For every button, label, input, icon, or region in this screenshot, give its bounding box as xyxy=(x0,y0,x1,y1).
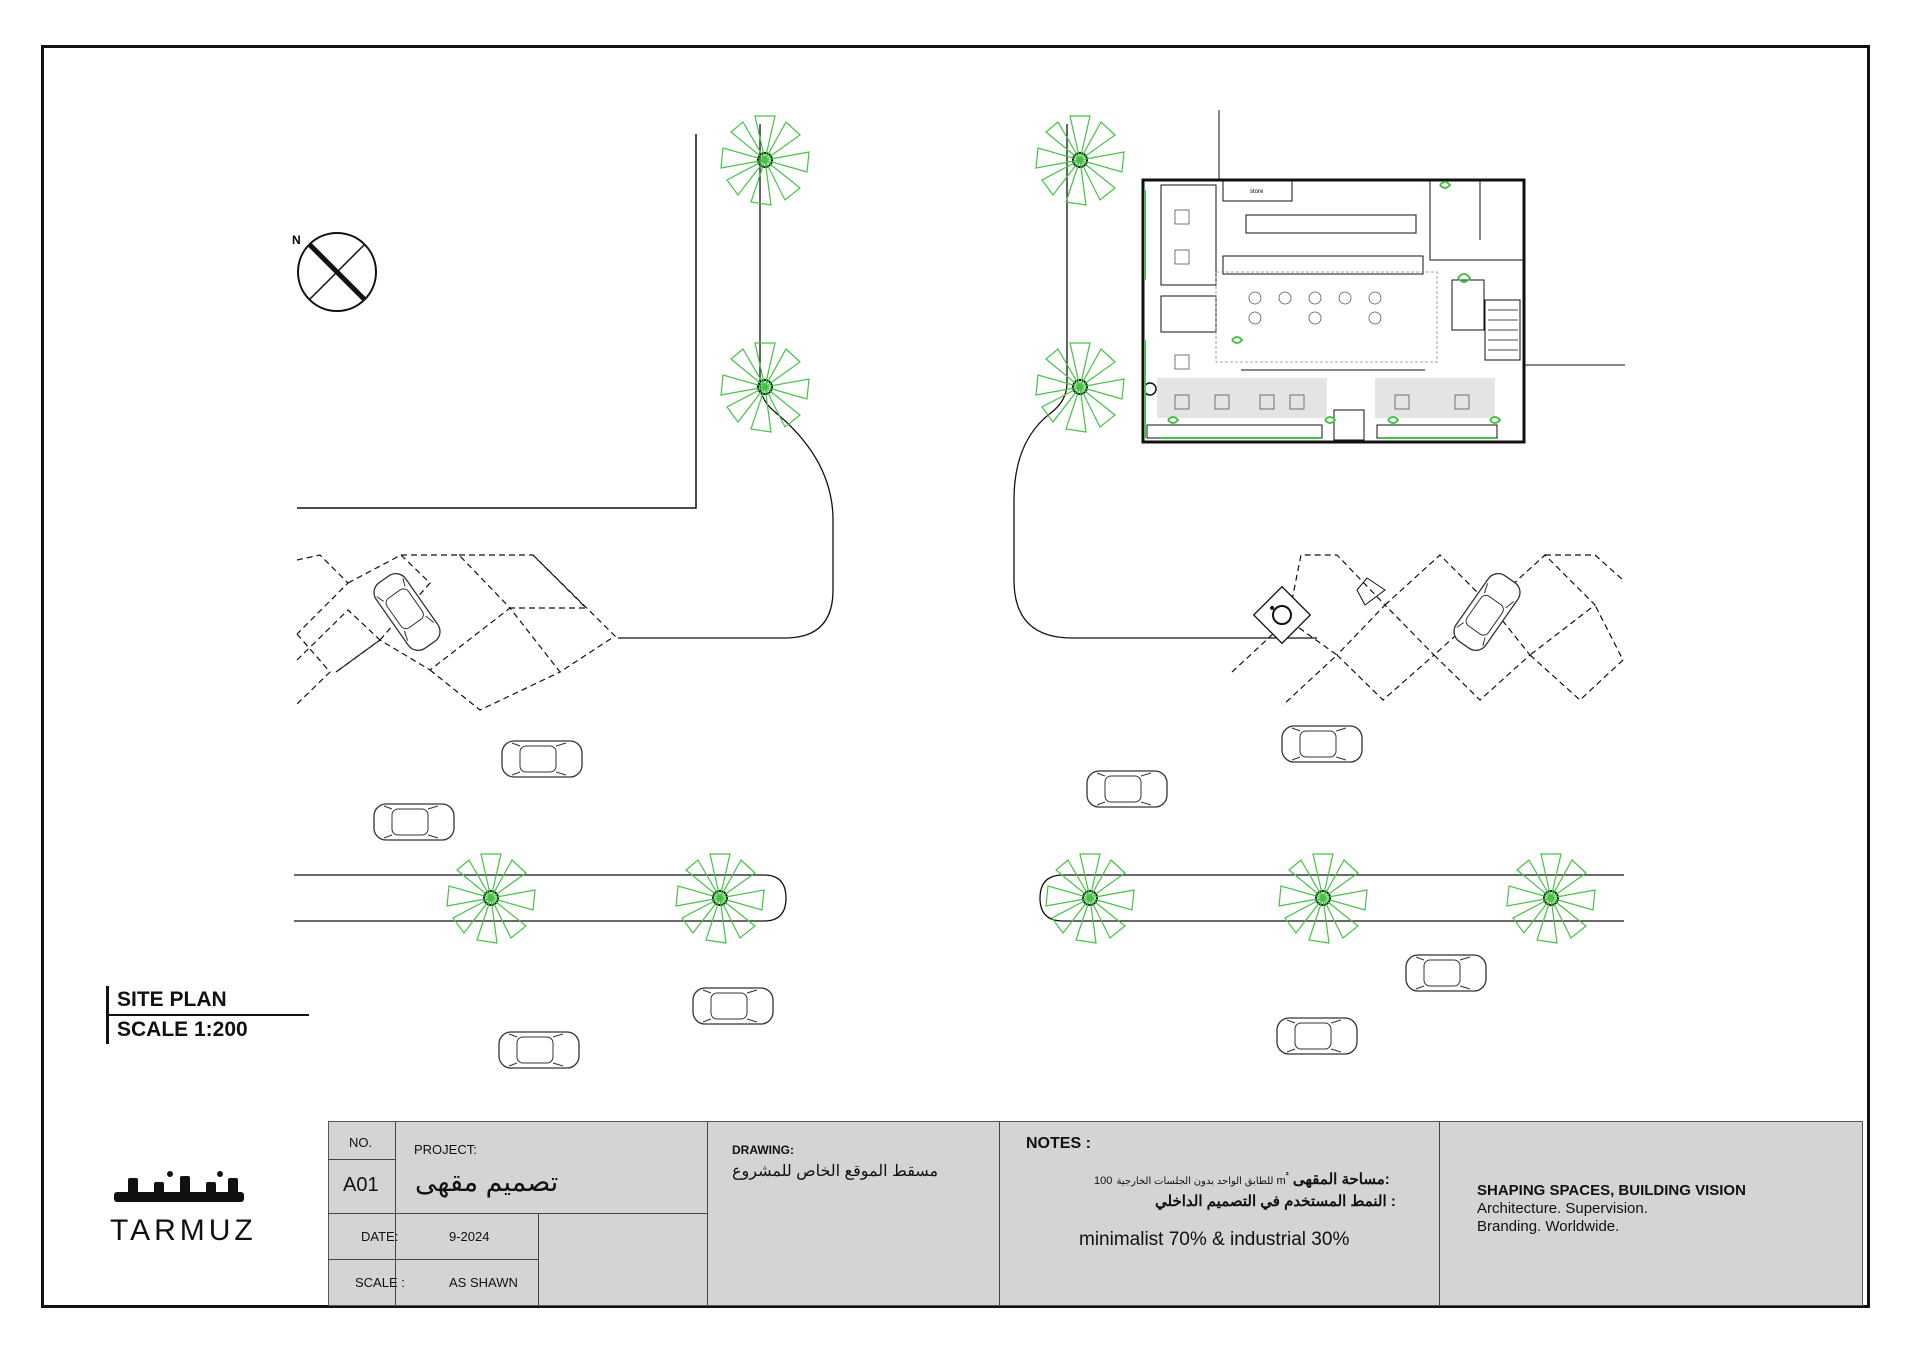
drawing-title: مسقط الموقع الخاص للمشروع xyxy=(732,1163,939,1180)
services-line-1: Architecture. Supervision. xyxy=(1477,1200,1648,1217)
site-plan-scale: SCALE 1:200 xyxy=(117,1018,248,1041)
project-label: PROJECT: xyxy=(414,1142,477,1157)
accessible-parking-sign xyxy=(1252,585,1312,645)
left-median xyxy=(294,874,787,922)
notes-label: NOTES : xyxy=(1026,1135,1091,1152)
note-style-value: minimalist 70% & industrial 30% xyxy=(1079,1229,1350,1250)
tarmuz-logo-mark xyxy=(114,1171,244,1202)
sheet-frame xyxy=(41,45,1870,1308)
note-style-title: النمط المستخدم في التصميم الداخلي : xyxy=(1155,1193,1396,1210)
drawing-label: DRAWING: xyxy=(732,1143,794,1157)
services-line-2: Branding. Worldwide. xyxy=(1477,1218,1620,1235)
no-label: NO. xyxy=(349,1135,373,1150)
trees xyxy=(446,115,1596,944)
site-plan-title: SITE PLAN xyxy=(109,986,309,1016)
slogan: SHAPING SPACES, BUILDING VISION xyxy=(1477,1182,1746,1199)
right-median xyxy=(1039,874,1624,922)
tarmuz-wordmark: TARMUZ xyxy=(110,1214,257,1247)
project-title: تصميم مقهى xyxy=(415,1167,559,1197)
note-area: للطابق الواحد بدون الجلسات الخارجية 100 … xyxy=(1094,1170,1390,1188)
date-value: 9-2024 xyxy=(449,1229,490,1244)
cafe-floor-plan: store xyxy=(1141,110,1625,444)
note-area-title: مساحة المقهى: xyxy=(1292,1171,1390,1188)
north-arrow: N xyxy=(292,232,377,312)
right-sidewalk xyxy=(1013,124,1317,639)
note-area-value: 100 m xyxy=(1094,1175,1286,1187)
store-label: store xyxy=(1250,189,1264,195)
scale-value: AS SHAWN xyxy=(449,1275,518,1290)
left-parking xyxy=(296,554,616,711)
north-label: N xyxy=(292,233,301,247)
note-area-detail: للطابق الواحد بدون الجلسات الخارجية xyxy=(1116,1176,1274,1187)
sheet-number: A01 xyxy=(343,1174,379,1196)
title-block: NO. A01 PROJECT: تصميم مقهى DATE: 9-2024… xyxy=(328,1121,1863,1306)
tarmuz-logo: TARMUZ xyxy=(110,1170,260,1248)
site-plan-label: SITE PLAN SCALE 1:200 xyxy=(106,986,309,1044)
date-label: DATE: xyxy=(361,1229,399,1244)
left-sidewalk xyxy=(618,124,834,639)
scale-label: SCALE : xyxy=(355,1275,405,1290)
left-property-boundary xyxy=(297,134,697,509)
